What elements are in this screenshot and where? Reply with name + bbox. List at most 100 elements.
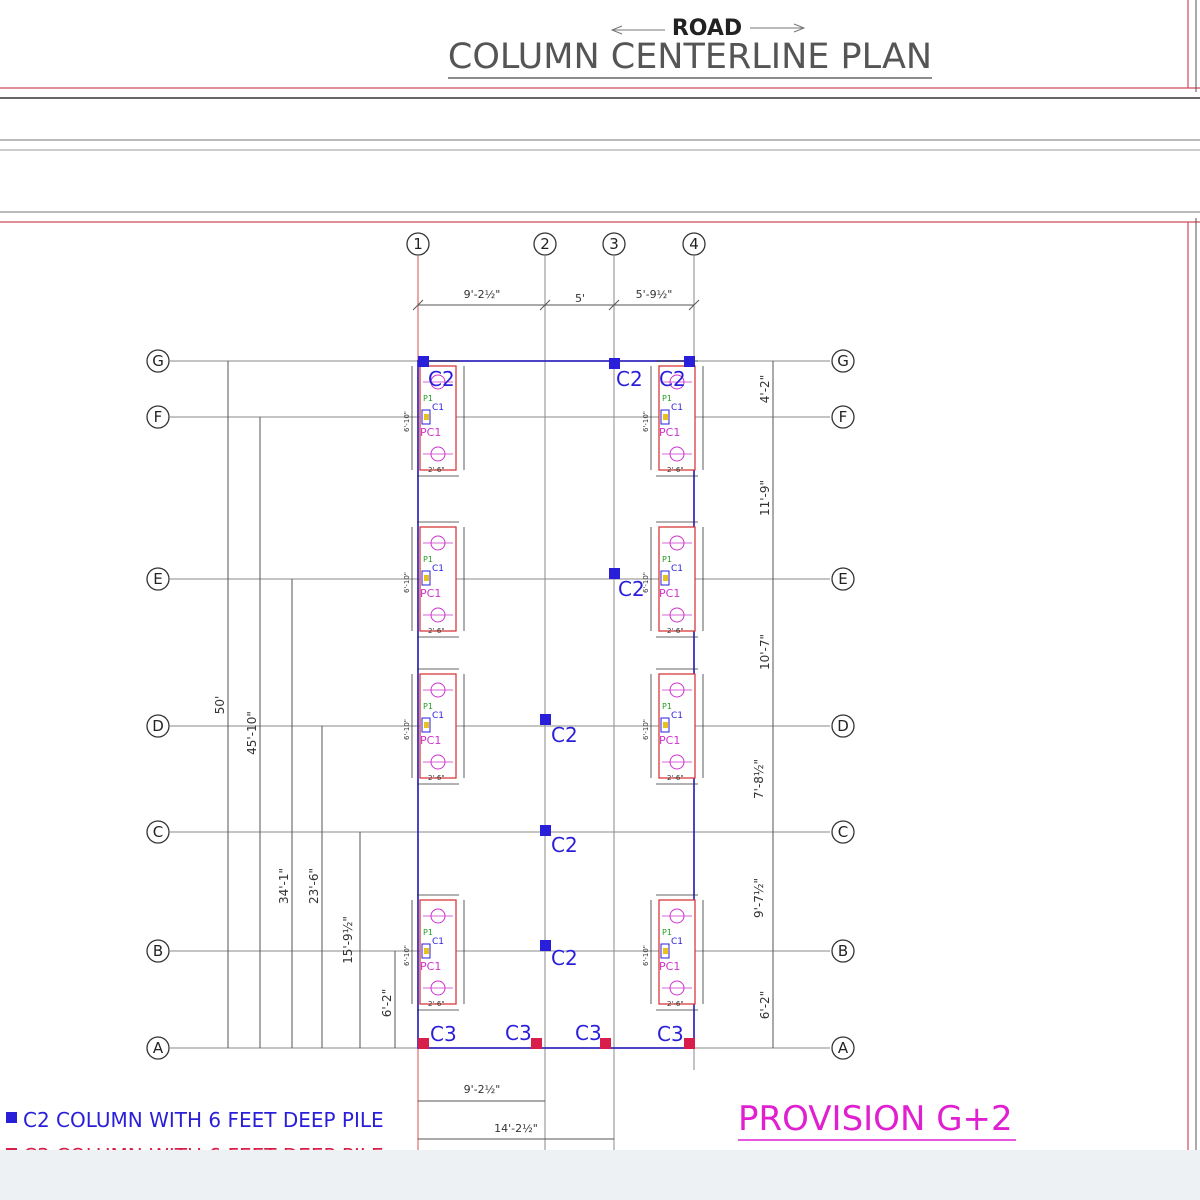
- grid-label-col-2: 2: [540, 235, 550, 253]
- c2-columns: [418, 356, 695, 951]
- footing-height-dim: 6'-10": [642, 945, 650, 966]
- footing-right-G-F: P1 C1 PC1 6'-10" 2'-6": [642, 360, 704, 477]
- c3-marker-3A: [600, 1038, 611, 1049]
- right-dim-label-E-D: 10'-7": [758, 634, 772, 670]
- grid-label-col-3: 3: [609, 235, 619, 253]
- footing-width-dim: 2'-6": [428, 627, 445, 635]
- right-dim-label-D-C: 7'-8½": [752, 759, 766, 799]
- left-dim-label-15-9: 15'-9½": [341, 916, 355, 964]
- road-label: ROAD: [672, 16, 742, 41]
- grid-label-row-B-right: B: [838, 942, 848, 960]
- top-dim-tick-2: [539, 299, 551, 311]
- footing-height-dim: 6'-10": [403, 572, 411, 593]
- grid-bubble-row-F-right: [831, 405, 855, 429]
- c2-marker-3E: [609, 568, 620, 579]
- c2-tag-4G: C2: [659, 367, 686, 391]
- pile-label: P1: [423, 928, 433, 937]
- grid-label-row-D-left: D: [152, 717, 164, 735]
- column-label: C1: [432, 564, 444, 574]
- c2-tag-2C: C2: [551, 833, 578, 857]
- c2-tags: C2 C2 C2 C2 C2 C2 C2: [428, 367, 686, 970]
- c2-tag-3G: C2: [616, 367, 643, 391]
- column-label: C1: [671, 403, 683, 413]
- top-dim-tick-4: [688, 299, 700, 311]
- top-dim-3-4: 5'-9½": [636, 288, 673, 301]
- footing-left-G-F: P1 C1 PC1 6'-10" 2'-6": [403, 360, 465, 477]
- bottom-dimension-chains: [418, 1100, 614, 1140]
- bottom-dim-label-1-3: 14'-2½": [494, 1122, 538, 1135]
- left-dimension-labels: 50' 45'-10" 34'-1" 23'-6" 15'-9½" 6'-2": [213, 696, 394, 1018]
- footing-height-dim: 6'-10": [403, 719, 411, 740]
- footing-height-dim: 6'-10": [403, 411, 411, 432]
- road-arrow-right-head: [793, 23, 806, 33]
- footing-width-dim: 2'-6": [667, 466, 684, 474]
- grid-bubble-row-E-right: [831, 567, 855, 591]
- bottom-strip: [0, 1150, 1200, 1200]
- left-dim-label-34-1: 34'-1": [277, 868, 291, 904]
- grid-label-row-D-right: D: [837, 717, 849, 735]
- c3-marker-2A: [531, 1038, 542, 1049]
- top-dim-2-3: 5': [575, 292, 585, 305]
- top-dim-tick-1: [412, 299, 424, 311]
- pile-label: P1: [662, 928, 672, 937]
- footing-left-E: P1 C1 PC1 6'-10" 2'-6": [403, 521, 465, 638]
- grid-lines: [170, 256, 830, 1150]
- grid-bubble-row-B-left: [146, 939, 170, 963]
- left-dim-label-6-2: 6'-2": [380, 989, 394, 1017]
- column-label: C1: [432, 403, 444, 413]
- pile-cap-label: PC1: [659, 587, 680, 600]
- c2-tag-3E: C2: [618, 577, 645, 601]
- pile-cap-label: PC1: [420, 587, 441, 600]
- grid-label-row-G-left: G: [152, 352, 164, 370]
- grid-label-row-C-left: C: [153, 823, 163, 841]
- footing-right-E: P1 C1 PC1 6'-10" 2'-6": [642, 521, 704, 638]
- pile-label: P1: [662, 394, 672, 403]
- footing-width-dim: 2'-6": [428, 466, 445, 474]
- c2-tag-1G: C2: [428, 367, 455, 391]
- grid-label-row-F-left: F: [154, 408, 163, 426]
- pile-cap-label: PC1: [420, 960, 441, 973]
- grid-label-row-E-left: E: [153, 570, 162, 588]
- footing-right-D: P1 C1 PC1 6'-10" 2'-6": [642, 668, 704, 785]
- column-label: C1: [671, 937, 683, 947]
- road-arrow-left-head: [610, 25, 623, 35]
- pile-cap-label: PC1: [420, 426, 441, 439]
- footing-right-B: P1 C1 PC1 6'-10" 2'-6": [642, 894, 704, 1011]
- bottom-dimension-labels: 9'-2½" 14'-2½": [464, 1083, 538, 1135]
- c2-marker-2C: [540, 825, 551, 836]
- c3-tags: C3 C3 C3 C3: [430, 1021, 684, 1046]
- footing-height-dim: 6'-10": [642, 411, 650, 432]
- top-dim-1-2: 9'-2½": [464, 288, 501, 301]
- provision-label-group: PROVISION G+2: [738, 1099, 1016, 1141]
- c3-marker-1A: [418, 1038, 429, 1049]
- footing-height-dim: 6'-10": [403, 945, 411, 966]
- grid-bubble-col-1: [406, 232, 430, 256]
- footing-width-dim: 2'-6": [667, 774, 684, 782]
- footing-left-D: P1 C1 PC1 6'-10" 2'-6": [403, 668, 465, 785]
- grid-bubble-row-C-left: [146, 820, 170, 844]
- grid-label-row-C-right: C: [838, 823, 848, 841]
- legend-c2-swatch: [6, 1112, 17, 1123]
- pile-label: P1: [423, 394, 433, 403]
- right-dimension-labels: 4'-2" 11'-9" 10'-7" 7'-8½" 9'-7½" 6'-2": [752, 375, 772, 1019]
- building-outline: [417, 360, 695, 1049]
- legend-c2-text: C2 COLUMN WITH 6 FEET DEEP PILE: [23, 1108, 384, 1132]
- pile-cap-label: PC1: [659, 426, 680, 439]
- pile-cap-label: PC1: [659, 734, 680, 747]
- grid-label-row-A-left: A: [153, 1039, 164, 1057]
- plan-title: COLUMN CENTERLINE PLAN: [448, 37, 932, 77]
- c2-tag-2D: C2: [551, 723, 578, 747]
- c3-marker-4A: [684, 1038, 695, 1049]
- footing-width-dim: 2'-6": [667, 1000, 684, 1008]
- c2-marker-1G: [418, 356, 429, 367]
- grid-label-col-4: 4: [689, 235, 699, 253]
- left-dim-label-23-6: 23'-6": [307, 868, 321, 904]
- footing-width-dim: 2'-6": [667, 627, 684, 635]
- footing-left-B: P1 C1 PC1 6'-10" 2'-6": [403, 894, 465, 1011]
- grid-label-row-F-right: F: [839, 408, 848, 426]
- pile-label: P1: [662, 555, 672, 564]
- grid-bubble-labels: 1 2 3 4 G F E D C B A G F E D C B A: [152, 235, 849, 1057]
- right-dim-label-C-B: 9'-7½": [752, 878, 766, 918]
- footing-height-dim: 6'-10": [642, 719, 650, 740]
